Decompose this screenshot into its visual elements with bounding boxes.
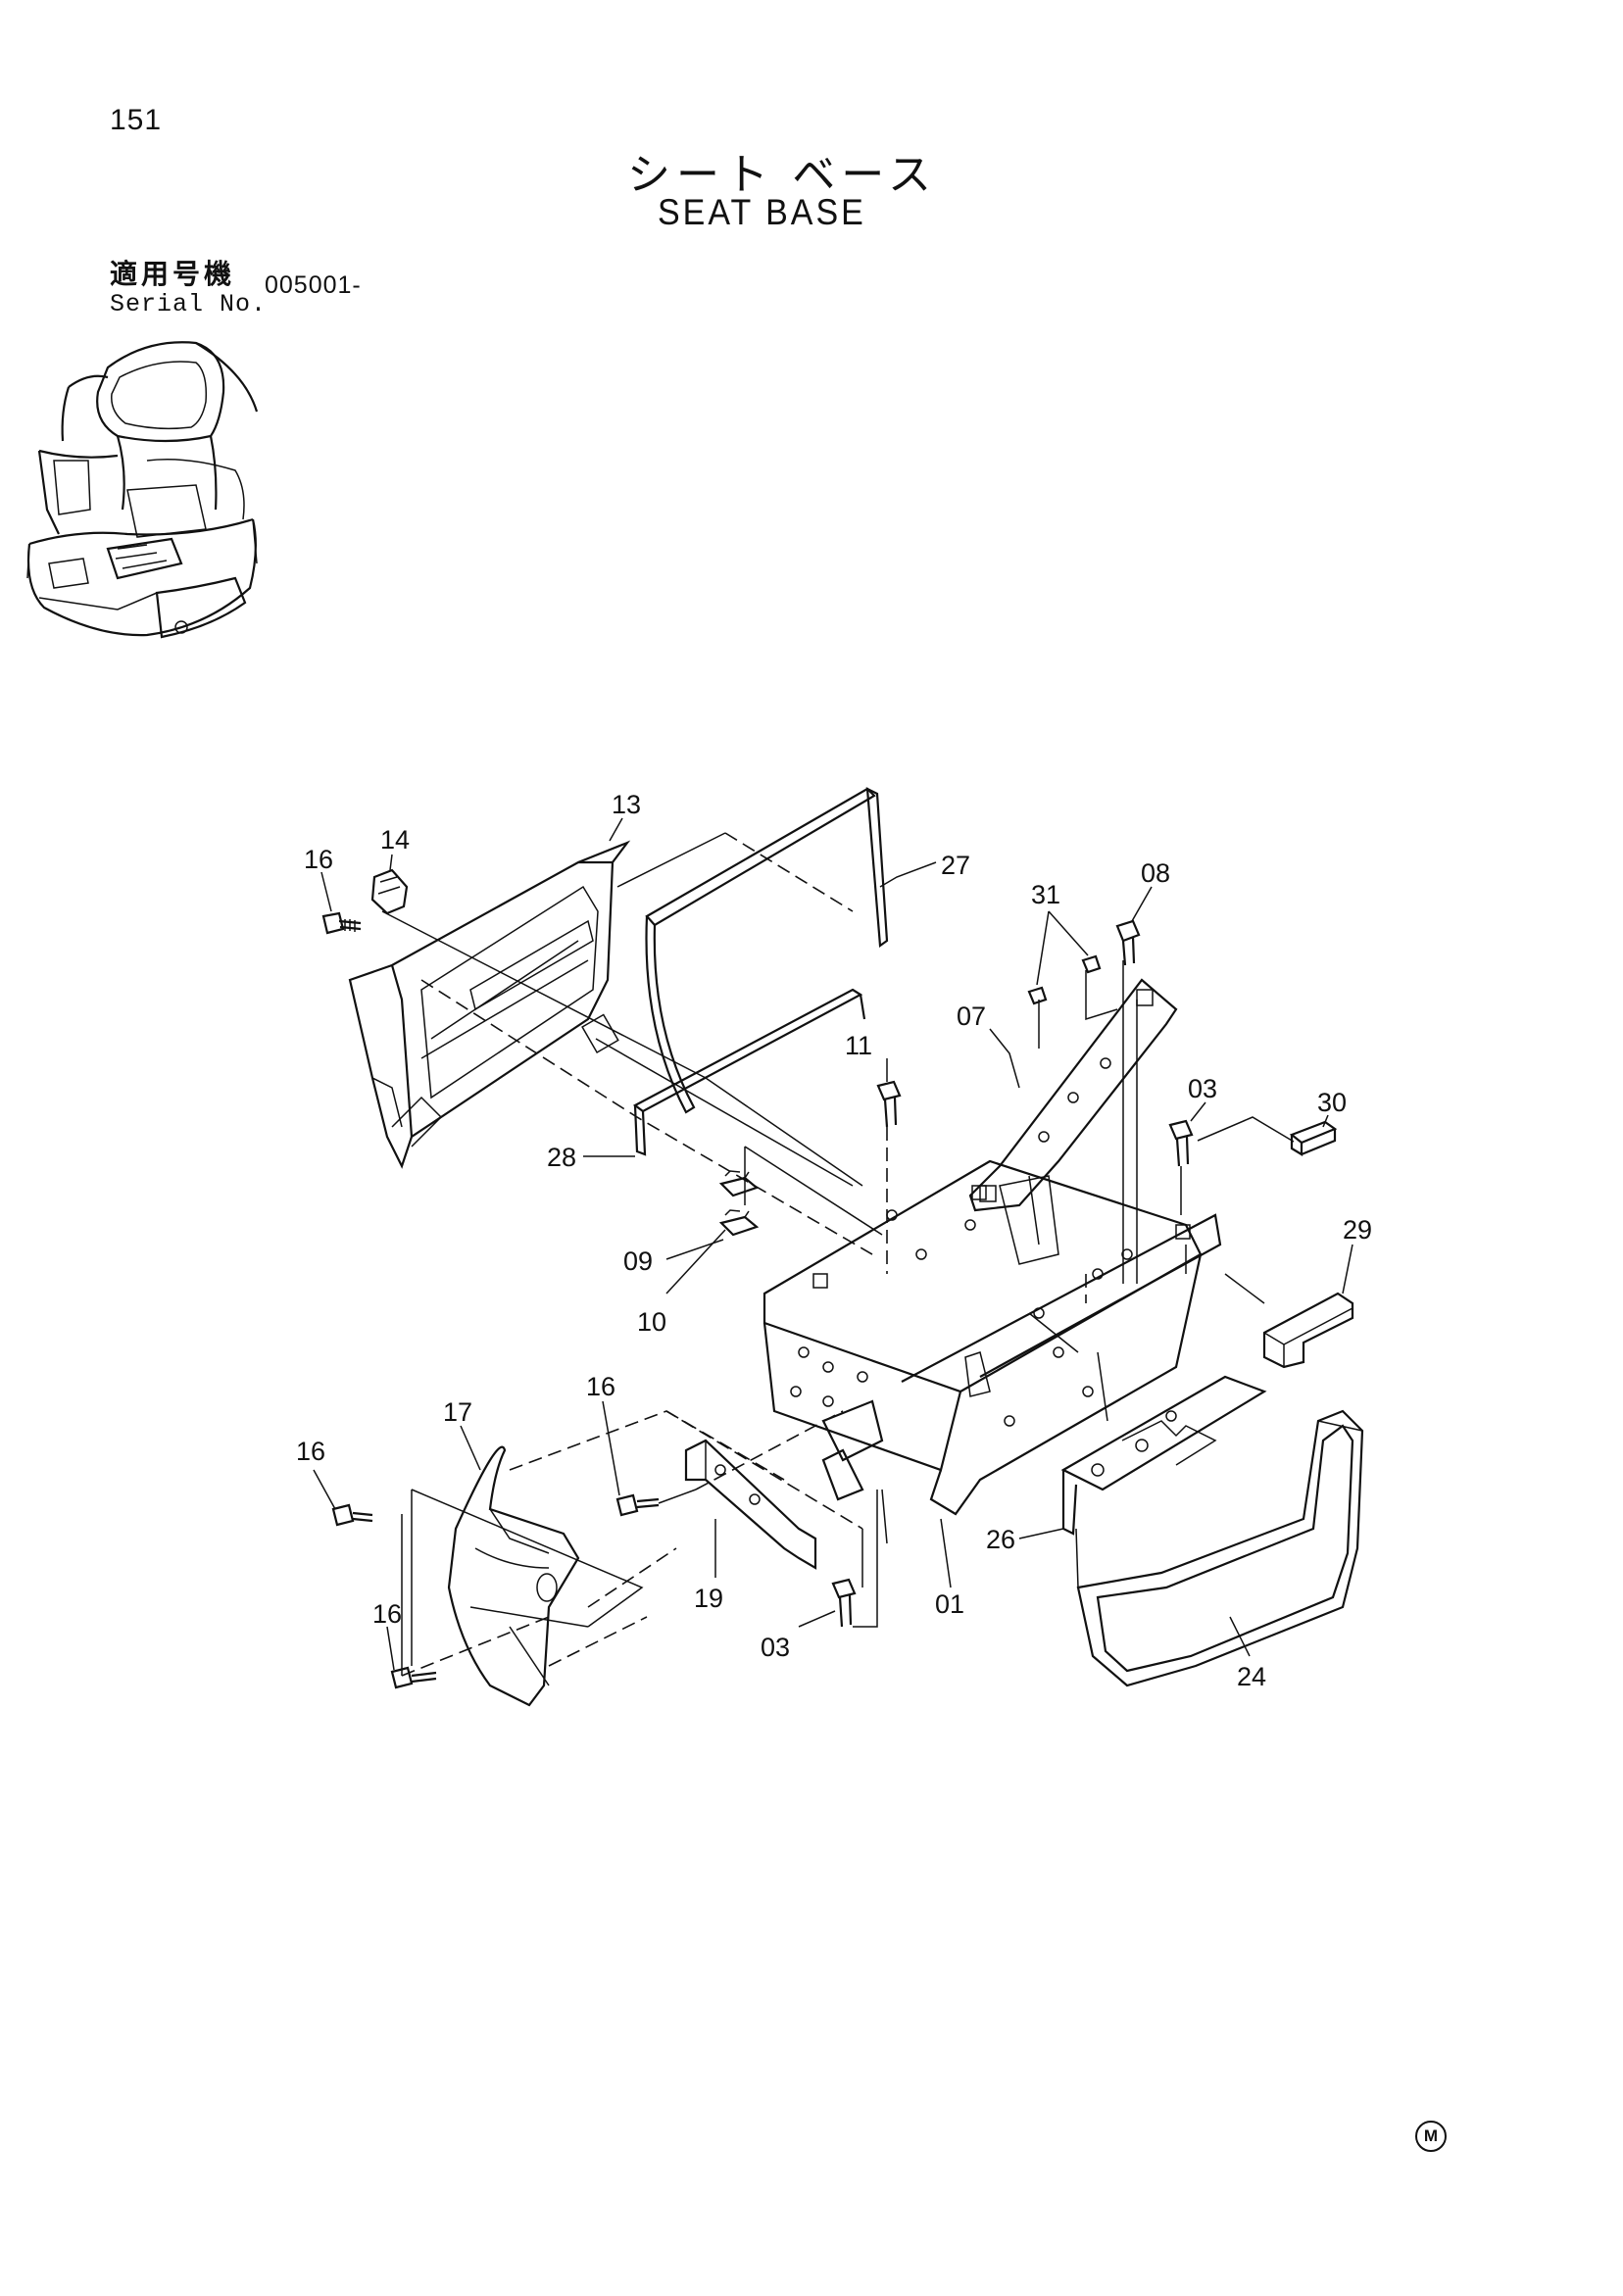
part-01-seat-stand — [762, 1159, 1222, 1516]
callout-10: 10 — [637, 1307, 666, 1337]
page-number: 151 — [110, 104, 163, 136]
manufacturer-mark: M — [1415, 2121, 1447, 2152]
callout-labels: 13 14 16 27 31 08 07 11 03 30 28 29 09 1… — [296, 790, 1372, 1691]
part-13-rear-cover — [348, 840, 631, 1169]
serial-number-value: 005001- — [265, 271, 362, 299]
callout-09: 09 — [623, 1246, 653, 1276]
leader-lines — [313, 817, 1353, 1671]
page-title-japanese: シート ベース — [627, 151, 938, 199]
callout-01: 01 — [935, 1589, 964, 1619]
part-11-bolt — [876, 1080, 902, 1128]
callout-14: 14 — [380, 825, 410, 855]
callout-17: 17 — [443, 1397, 472, 1427]
callout-16: 16 — [586, 1372, 615, 1401]
callout-08: 08 — [1141, 858, 1170, 888]
part-19-bracket — [684, 1439, 817, 1570]
callout-30: 30 — [1317, 1088, 1347, 1117]
callout-19: 19 — [694, 1584, 723, 1613]
part-24-frame — [1076, 1409, 1364, 1687]
part-10-clip — [718, 1209, 760, 1237]
callout-13: 13 — [612, 790, 641, 819]
page-title-english: SEAT BASE — [658, 192, 866, 233]
callout-03: 03 — [1188, 1074, 1217, 1103]
callout-27: 27 — [941, 851, 970, 880]
part-26-pad — [1060, 1375, 1267, 1536]
part-16-bolt-top — [321, 911, 362, 935]
machine-thumbnail — [26, 341, 259, 639]
callout-24: 24 — [1237, 1662, 1266, 1691]
part-16-bolt-left — [331, 1503, 373, 1527]
part-16-bolt-middle — [615, 1493, 660, 1517]
serial-label-english: Serial No. — [110, 290, 268, 318]
part-07-plate — [968, 978, 1178, 1212]
callout-31: 31 — [1031, 880, 1060, 909]
callout-03: 03 — [761, 1633, 790, 1662]
callout-28: 28 — [547, 1143, 576, 1172]
part-31-nuts — [1027, 954, 1102, 1005]
callout-16: 16 — [372, 1599, 402, 1629]
part-27-seal — [645, 787, 889, 1114]
serial-label-japanese: 適用号機 — [110, 259, 236, 289]
callout-16: 16 — [296, 1437, 325, 1466]
part-30-cap — [1289, 1120, 1338, 1156]
assembly-lines — [381, 832, 1295, 1677]
callout-26: 26 — [986, 1525, 1015, 1554]
part-08-bolt — [1115, 919, 1141, 966]
callout-16: 16 — [304, 845, 333, 874]
part-14-clip — [370, 868, 409, 915]
part-03-bolt-top — [1168, 1119, 1194, 1167]
part-28-seal — [632, 988, 866, 1156]
callout-07: 07 — [957, 1001, 986, 1031]
callout-29: 29 — [1343, 1215, 1372, 1245]
part-09-clip — [718, 1170, 760, 1197]
callout-11: 11 — [845, 1031, 872, 1060]
part-17-side-cover — [447, 1445, 580, 1707]
part-03-bolt-bottom — [831, 1578, 857, 1628]
part-29-block — [1262, 1292, 1354, 1369]
